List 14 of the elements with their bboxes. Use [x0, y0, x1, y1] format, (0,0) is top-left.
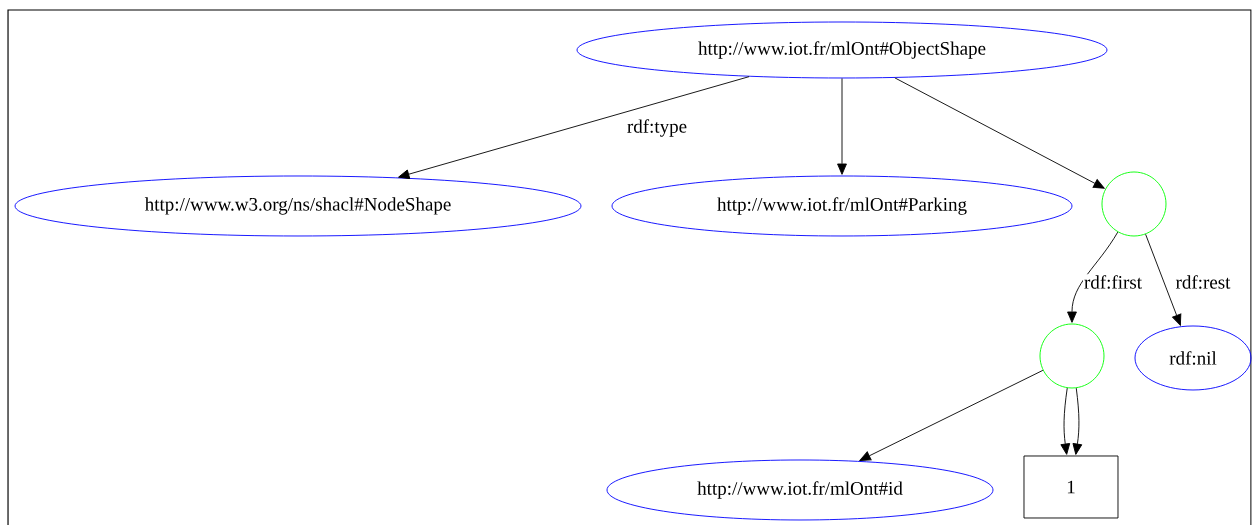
- blank-node-circle: [1101, 171, 1167, 237]
- arrow: [894, 77, 1105, 189]
- arrow: [1067, 231, 1119, 323]
- blank-node-circle: [1039, 323, 1105, 389]
- arrow: [1145, 233, 1182, 326]
- edge-label: rdf:first: [1083, 274, 1143, 290]
- edge-label: rdf:type: [625, 118, 689, 138]
- arrow: [398, 76, 750, 179]
- arrow: [859, 369, 1044, 461]
- arrow: [837, 78, 847, 175]
- literal-box: 1: [1023, 455, 1119, 519]
- arrow: [1072, 387, 1083, 455]
- arrow: [1060, 387, 1071, 455]
- edge-label: rdf:rest: [1174, 274, 1232, 290]
